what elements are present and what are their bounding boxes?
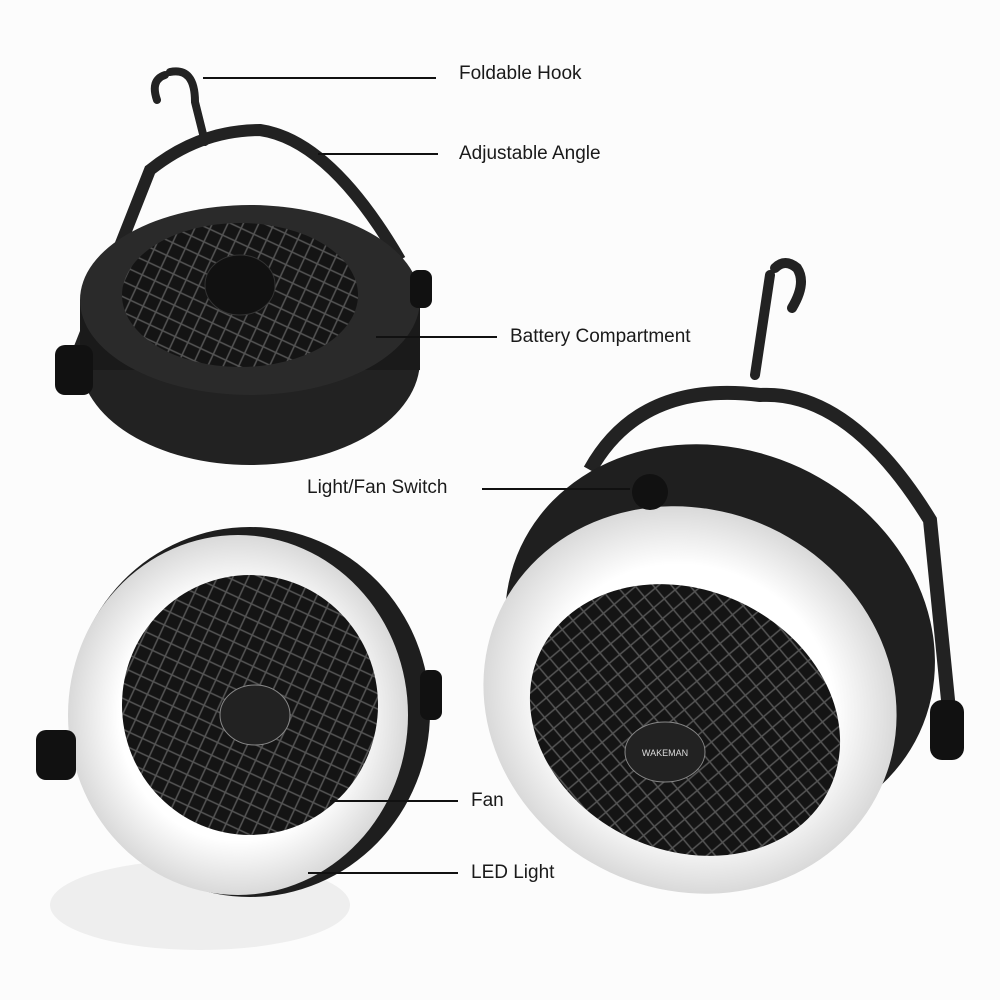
callout-fan: Fan (471, 790, 504, 811)
switch-shape (632, 474, 668, 510)
brand-logo: WAKEMAN (642, 748, 688, 758)
fan-right-view: WAKEMAN (483, 258, 964, 894)
handle-shape (69, 123, 406, 363)
hook-shape (150, 67, 209, 146)
callout-light-fan-switch: Light/Fan Switch (307, 477, 448, 498)
fan-top-view (55, 67, 432, 465)
fan-front-view (36, 527, 442, 950)
callout-line-adjustable-angle (318, 153, 438, 155)
callout-led-light: LED Light (471, 862, 555, 883)
callout-line-battery-compartment (376, 336, 497, 338)
callout-line-fan (330, 800, 458, 802)
callout-line-led-light (308, 872, 458, 874)
callout-battery-compartment: Battery Compartment (510, 326, 691, 347)
knob-shape (55, 345, 93, 395)
callout-line-light-fan-switch (482, 488, 630, 490)
callout-line-foldable-hook (203, 77, 436, 79)
callout-foldable-hook: Foldable Hook (459, 63, 582, 84)
callout-adjustable-angle: Adjustable Angle (459, 143, 601, 164)
